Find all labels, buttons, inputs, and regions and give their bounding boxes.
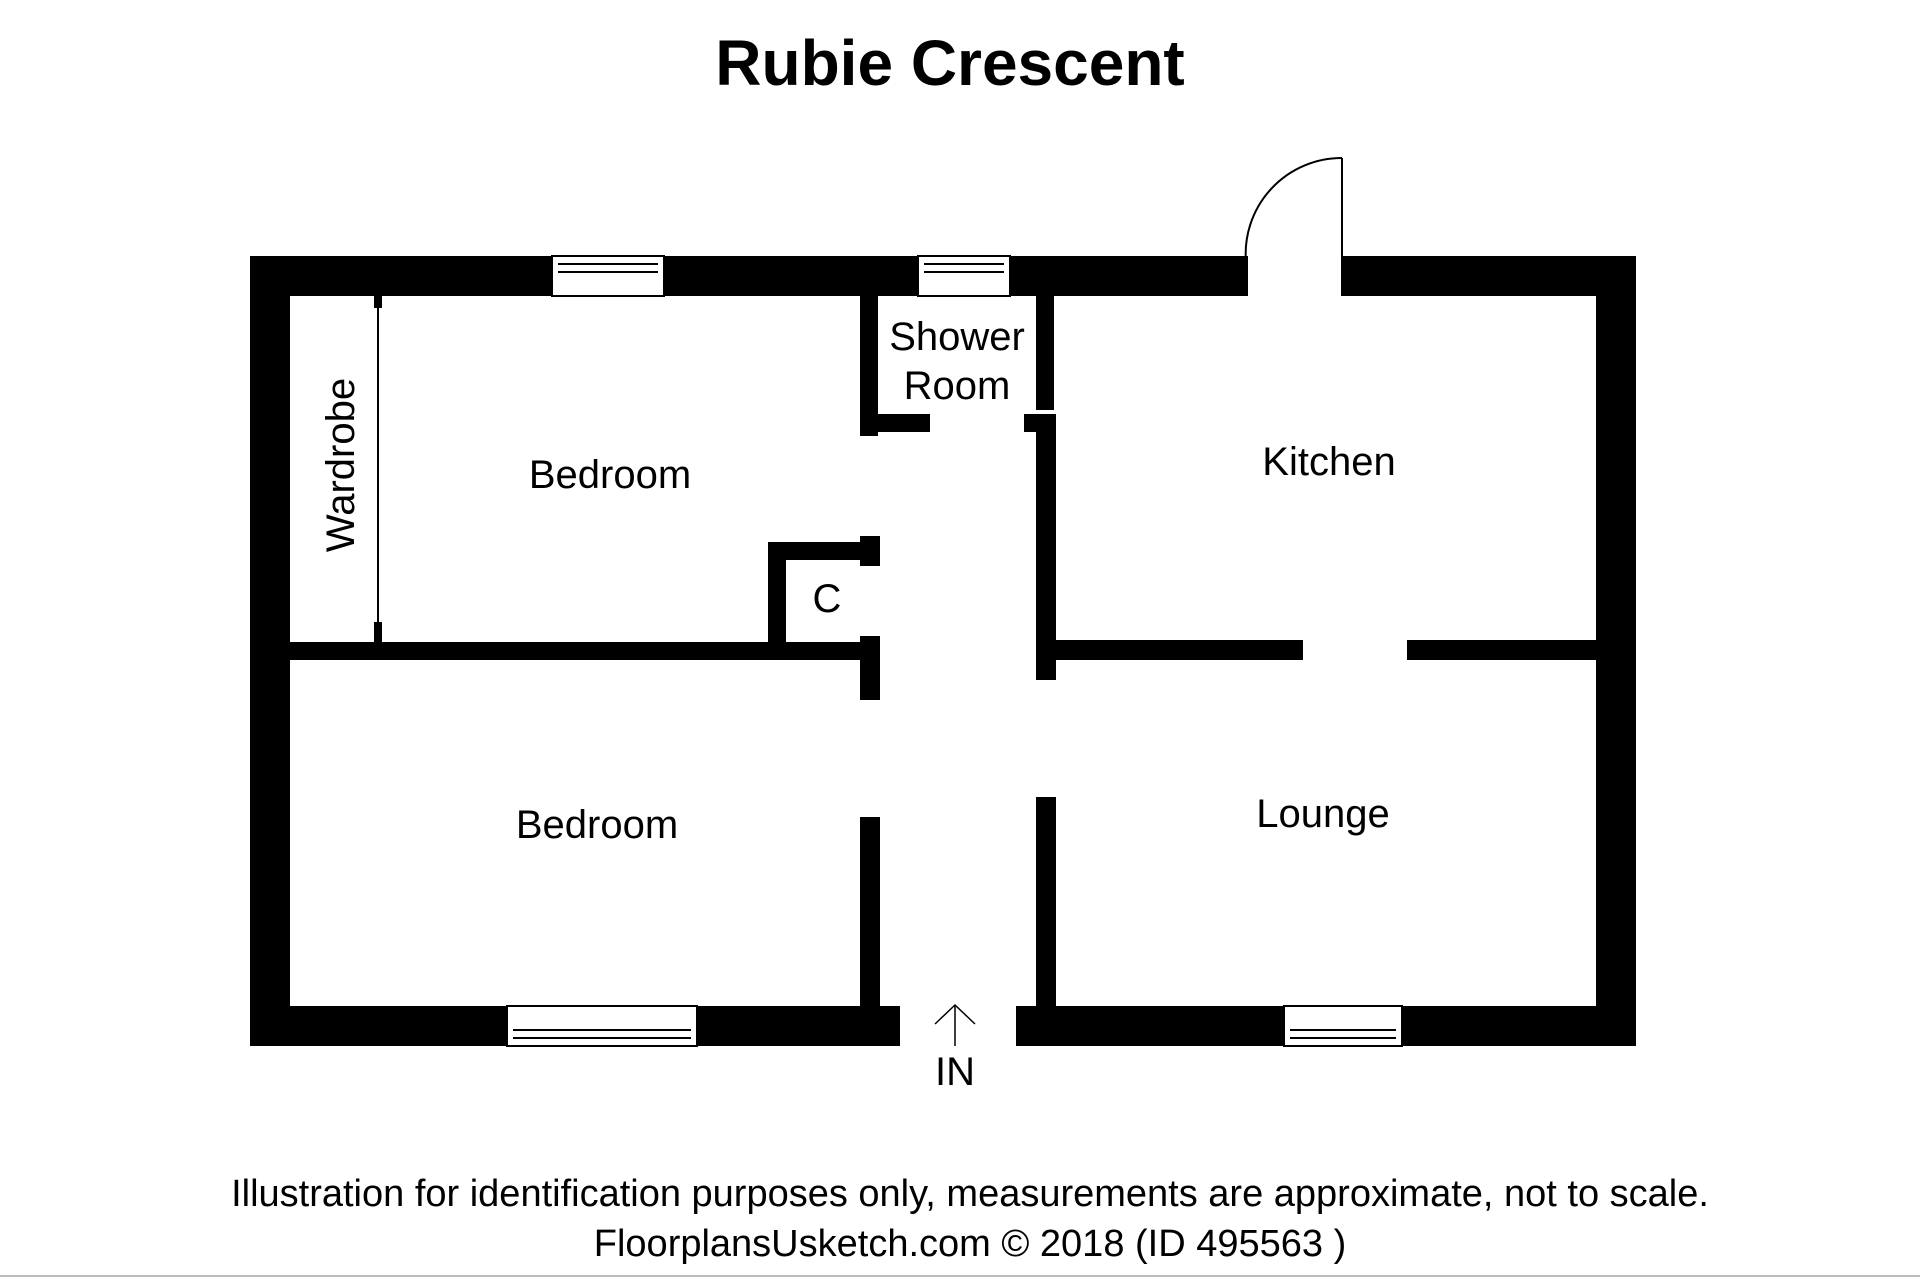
window-lounge — [1283, 1005, 1403, 1047]
room-label-shower-line1: Shower — [889, 315, 1025, 359]
entrance-label: IN — [935, 1050, 975, 1094]
room-label-kitchen: Kitchen — [1262, 440, 1395, 484]
window-shower-room — [917, 255, 1011, 297]
room-label-cupboard: C — [813, 577, 842, 621]
room-label-wardrobe: Wardrobe — [319, 378, 363, 552]
interior-walls — [290, 296, 1596, 1006]
footer-credit: FloorplansUsketch.com © 2018 (ID 495563 … — [594, 1223, 1346, 1265]
room-label-bedroom-lower: Bedroom — [516, 803, 678, 847]
window-bedroom-top — [551, 255, 665, 297]
plan-title: Rubie Crescent — [715, 27, 1184, 99]
window-bedroom-bottom — [506, 1005, 698, 1047]
room-label-shower-line2: Room — [904, 364, 1011, 408]
room-label-lounge: Lounge — [1256, 792, 1389, 836]
entrance-arrow-icon — [934, 1003, 976, 1046]
footer-disclaimer: Illustration for identification purposes… — [231, 1173, 1709, 1215]
windows — [506, 255, 1403, 1047]
room-label-bedroom-upper: Bedroom — [529, 453, 691, 497]
back-door — [1240, 156, 1349, 296]
